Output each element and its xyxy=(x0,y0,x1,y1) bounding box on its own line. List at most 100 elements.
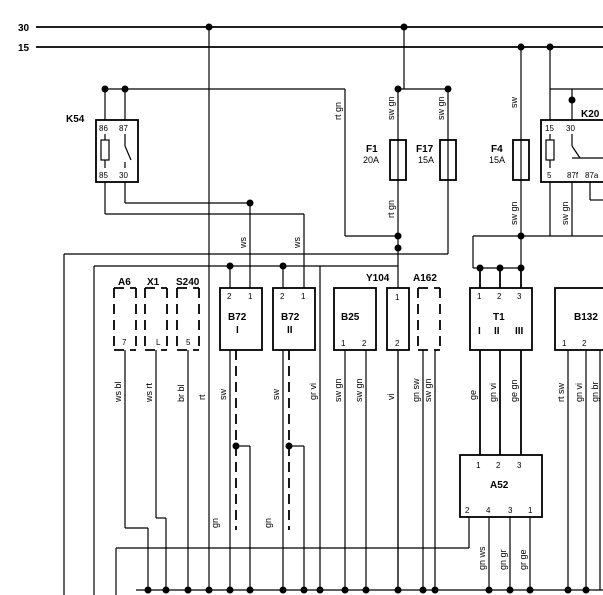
wire-label: ge gn xyxy=(509,379,519,402)
component-a52: 1 2 3 A52 2 4 3 1 xyxy=(459,454,543,518)
component-a162: A162 xyxy=(413,273,441,351)
a52-bot2: 2 xyxy=(465,506,470,515)
t1-sub1: I xyxy=(478,326,481,337)
component-b72-ii: 2 1 B72 II xyxy=(272,287,316,351)
wire-label: gr vi xyxy=(308,383,318,400)
wire-label: gn vi xyxy=(488,383,498,402)
wire-label: sw gn xyxy=(386,96,396,120)
k20-pin15: 15 xyxy=(545,124,554,133)
k20-pin30: 30 xyxy=(566,124,575,133)
wire-label: sw gn xyxy=(354,378,364,402)
component-y104: Y104 1 2 xyxy=(366,273,410,351)
y104-pin2: 2 xyxy=(395,339,400,348)
b132-pin1: 1 xyxy=(562,339,567,348)
t1-sub2: II xyxy=(494,326,500,337)
a52-bot1: 1 xyxy=(528,506,533,515)
wire-label: vi xyxy=(386,394,396,401)
t1-name: T1 xyxy=(493,312,505,323)
wire-label: rt sw xyxy=(556,383,566,402)
component-b72-i: 2 1 B72 I xyxy=(219,287,263,351)
component-s240: S240 5 xyxy=(176,277,200,351)
wire-label: gn xyxy=(263,518,273,528)
wire-label: sw gn xyxy=(423,378,433,402)
a52-top2: 2 xyxy=(496,461,501,470)
b25-pin1: 1 xyxy=(341,339,346,348)
rail-15-label: 15 xyxy=(18,43,30,54)
wire-label: sw gn xyxy=(436,96,446,120)
s240-label: S240 xyxy=(176,277,200,288)
wire-label: sw xyxy=(271,389,281,401)
k20-label: K20 xyxy=(581,109,600,120)
k54-pin87: 87 xyxy=(119,124,128,133)
k20-pin87a: 87a xyxy=(585,171,599,180)
wire-label: sw gn xyxy=(509,201,519,225)
wire-label: gn gr xyxy=(498,549,508,570)
fuse-f17-name: F17 xyxy=(416,144,434,155)
t1-sub3: III xyxy=(515,326,524,337)
a52-top3: 3 xyxy=(517,461,522,470)
wire-label: ge xyxy=(468,390,478,400)
k20-pin5: 5 xyxy=(547,171,552,180)
wire-label: sw xyxy=(218,389,228,401)
a6-label: A6 xyxy=(118,277,131,288)
a52-name: A52 xyxy=(490,480,509,491)
b72ii-pin2: 2 xyxy=(280,292,285,301)
t1-pin1: 1 xyxy=(477,292,482,301)
b25-name: B25 xyxy=(341,312,360,323)
wire-label: gn xyxy=(210,518,220,528)
wire-label: sw xyxy=(509,97,519,109)
b72i-name: B72 xyxy=(228,312,247,323)
wire-label: gn sw xyxy=(411,378,421,402)
a6-pin: 7 xyxy=(122,338,127,347)
wire-label: rt gn xyxy=(333,102,343,120)
wire-label: ws xyxy=(292,237,302,249)
k54-pin86: 86 xyxy=(99,124,108,133)
component-b25: B25 1 2 xyxy=(333,287,377,351)
wire-label: ws xyxy=(238,237,248,249)
x1-label: X1 xyxy=(147,277,160,288)
fuse-f17: F17 15A xyxy=(416,139,457,181)
rail-30: 30 xyxy=(18,23,603,34)
b72i-sub: I xyxy=(236,325,239,336)
b72i-pin2: 2 xyxy=(227,292,232,301)
relay-k20: K20 15 30 5 87f 87a xyxy=(540,109,603,183)
b72i-pin1: 1 xyxy=(248,292,253,301)
b25-pin2: 2 xyxy=(362,339,367,348)
wire-label: gn ws xyxy=(477,546,487,570)
component-b132: B132 1 2 xyxy=(554,287,603,351)
wire-label: sw gn xyxy=(560,201,570,225)
wire-label: ws rt xyxy=(144,383,154,403)
a52-bot3: 3 xyxy=(508,506,513,515)
fuse-f1-rating: 20A xyxy=(363,155,379,165)
wire-label: ws bl xyxy=(113,381,123,403)
wire-label: rt xyxy=(197,394,207,400)
t1-pin2: 2 xyxy=(497,292,502,301)
a52-bot4: 4 xyxy=(486,506,491,515)
wire-label: gn br xyxy=(590,381,600,402)
b72ii-sub: II xyxy=(287,325,293,336)
fuse-f1: F1 20A xyxy=(363,139,407,181)
a52-top1: 1 xyxy=(476,461,481,470)
relay-k54: K54 86 87 85 30 xyxy=(66,114,139,183)
wire-label: sw gn xyxy=(333,378,343,402)
b132-name: B132 xyxy=(574,312,598,323)
wire-label: br bl xyxy=(176,384,186,402)
k54-label: K54 xyxy=(66,114,85,125)
fuse-f4: F4 15A xyxy=(489,139,530,181)
k20-pin87f: 87f xyxy=(567,171,579,180)
wire-label: gr ge xyxy=(518,549,528,570)
component-t1: 1 2 3 T1 I II III xyxy=(469,287,533,351)
fuse-f17-rating: 15A xyxy=(418,155,434,165)
k54-pin85: 85 xyxy=(99,171,108,180)
component-a6: A6 7 xyxy=(113,277,137,351)
y104-name: Y104 xyxy=(366,273,390,284)
fuse-f4-name: F4 xyxy=(491,144,503,155)
k54-pin30: 30 xyxy=(119,171,128,180)
x1-pin: L xyxy=(156,338,161,347)
fuse-f4-rating: 15A xyxy=(489,155,505,165)
s240-pin: 5 xyxy=(186,338,191,347)
b72ii-name: B72 xyxy=(281,312,300,323)
b72ii-pin1: 1 xyxy=(301,292,306,301)
a162-name: A162 xyxy=(413,273,437,284)
